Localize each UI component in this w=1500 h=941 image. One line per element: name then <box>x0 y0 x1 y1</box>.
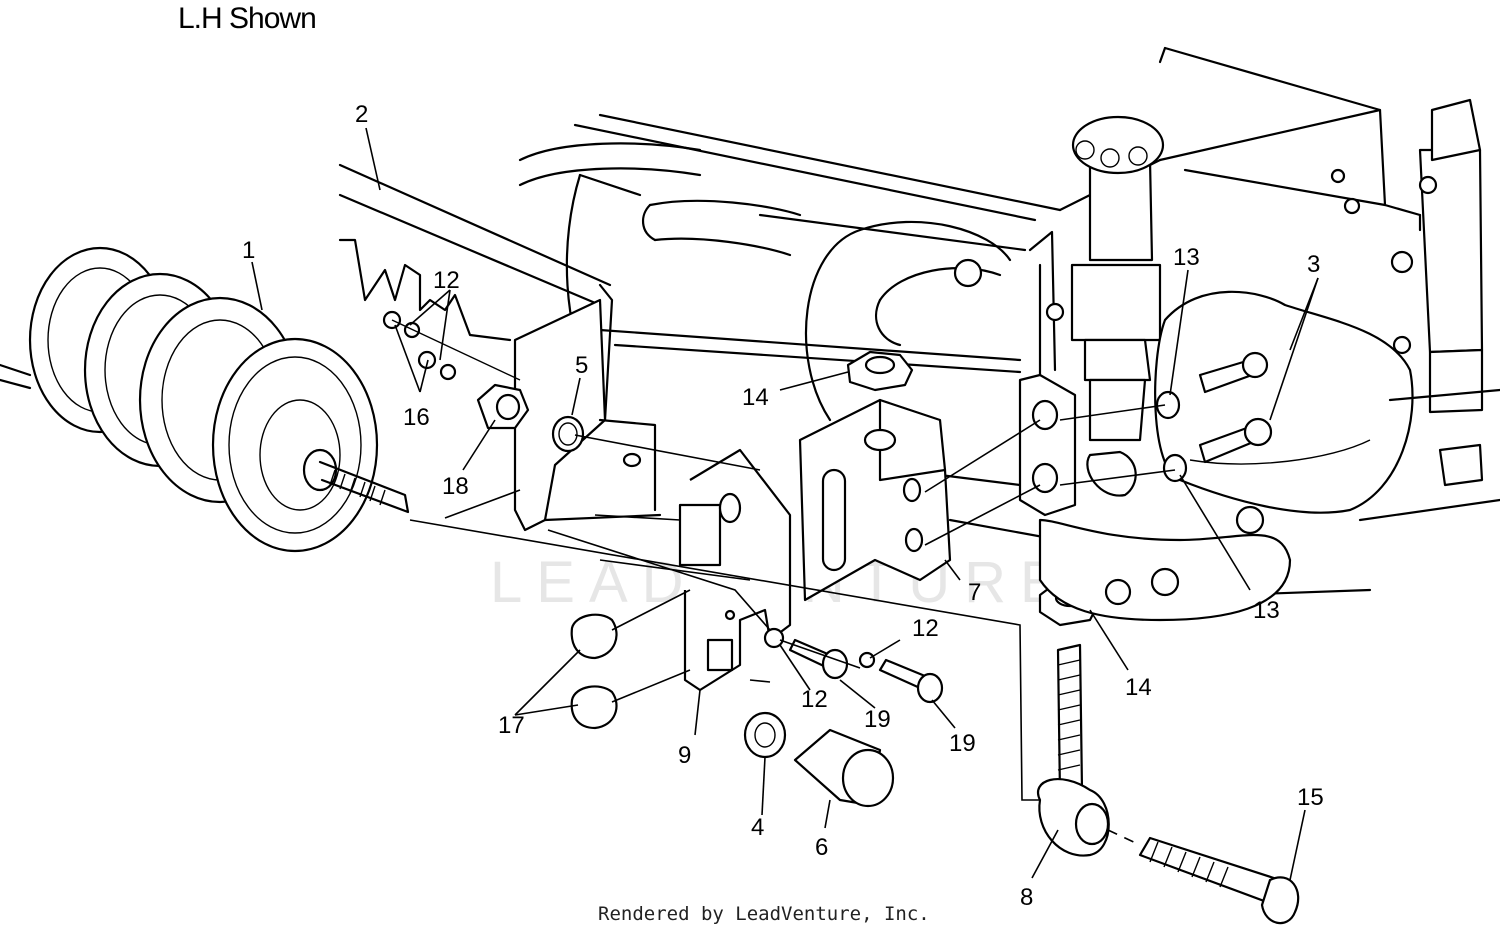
part-12-16-hardware[interactable] <box>382 310 521 381</box>
frame-background <box>338 46 1500 602</box>
callout-13-bottom[interactable]: 13 <box>1253 597 1280 624</box>
callout-14-bottom[interactable]: 14 <box>1125 674 1152 701</box>
part-18-nut[interactable] <box>476 383 530 430</box>
callout-12-bottom[interactable]: 12 <box>801 686 828 713</box>
callout-12-right[interactable]: 12 <box>912 615 939 642</box>
part-7-angle-bracket[interactable] <box>798 398 952 602</box>
callout-14-top[interactable]: 14 <box>742 384 769 411</box>
callout-19-left[interactable]: 19 <box>864 706 891 733</box>
callout-3[interactable]: 3 <box>1307 251 1320 278</box>
part-15-long-bolt[interactable] <box>1107 829 1300 925</box>
spring-hanger-assembly[interactable] <box>1018 98 1500 622</box>
callout-19-right[interactable]: 19 <box>949 730 976 757</box>
leader-lines <box>251 261 1319 881</box>
callout-2[interactable]: 2 <box>355 101 368 128</box>
callout-7[interactable]: 7 <box>968 579 981 606</box>
part-1-tire-wheel[interactable] <box>0 246 410 553</box>
part-4-washer[interactable] <box>743 711 787 759</box>
callout-16[interactable]: 16 <box>403 404 430 431</box>
part-14-nut-top[interactable] <box>846 350 914 392</box>
part-9-mount-plate[interactable] <box>678 448 792 692</box>
footer-credit: Rendered by LeadVenture, Inc. <box>598 903 930 925</box>
callout-6[interactable]: 6 <box>815 834 828 861</box>
callout-13-top[interactable]: 13 <box>1173 244 1200 271</box>
diagram-title: L.H Shown <box>178 2 316 35</box>
part-17-nuts[interactable] <box>570 589 691 730</box>
part-6-bushing[interactable] <box>793 728 895 808</box>
callout-18[interactable]: 18 <box>442 473 469 500</box>
callout-12-top[interactable]: 12 <box>433 267 460 294</box>
part-2-frame-rail[interactable] <box>365 127 381 191</box>
callout-5[interactable]: 5 <box>575 352 588 379</box>
callout-8[interactable]: 8 <box>1020 884 1033 911</box>
callout-labels: 1 2 3 4 5 6 7 8 9 12 12 12 13 13 14 14 1… <box>242 101 1324 911</box>
callout-4[interactable]: 4 <box>751 814 764 841</box>
callout-1[interactable]: 1 <box>242 237 255 264</box>
part-5-spring-bracket[interactable] <box>513 298 662 532</box>
part-8-eye-bolt[interactable] <box>1037 643 1110 857</box>
callout-17[interactable]: 17 <box>498 712 525 739</box>
callout-9[interactable]: 9 <box>678 742 691 769</box>
callout-15[interactable]: 15 <box>1297 784 1324 811</box>
